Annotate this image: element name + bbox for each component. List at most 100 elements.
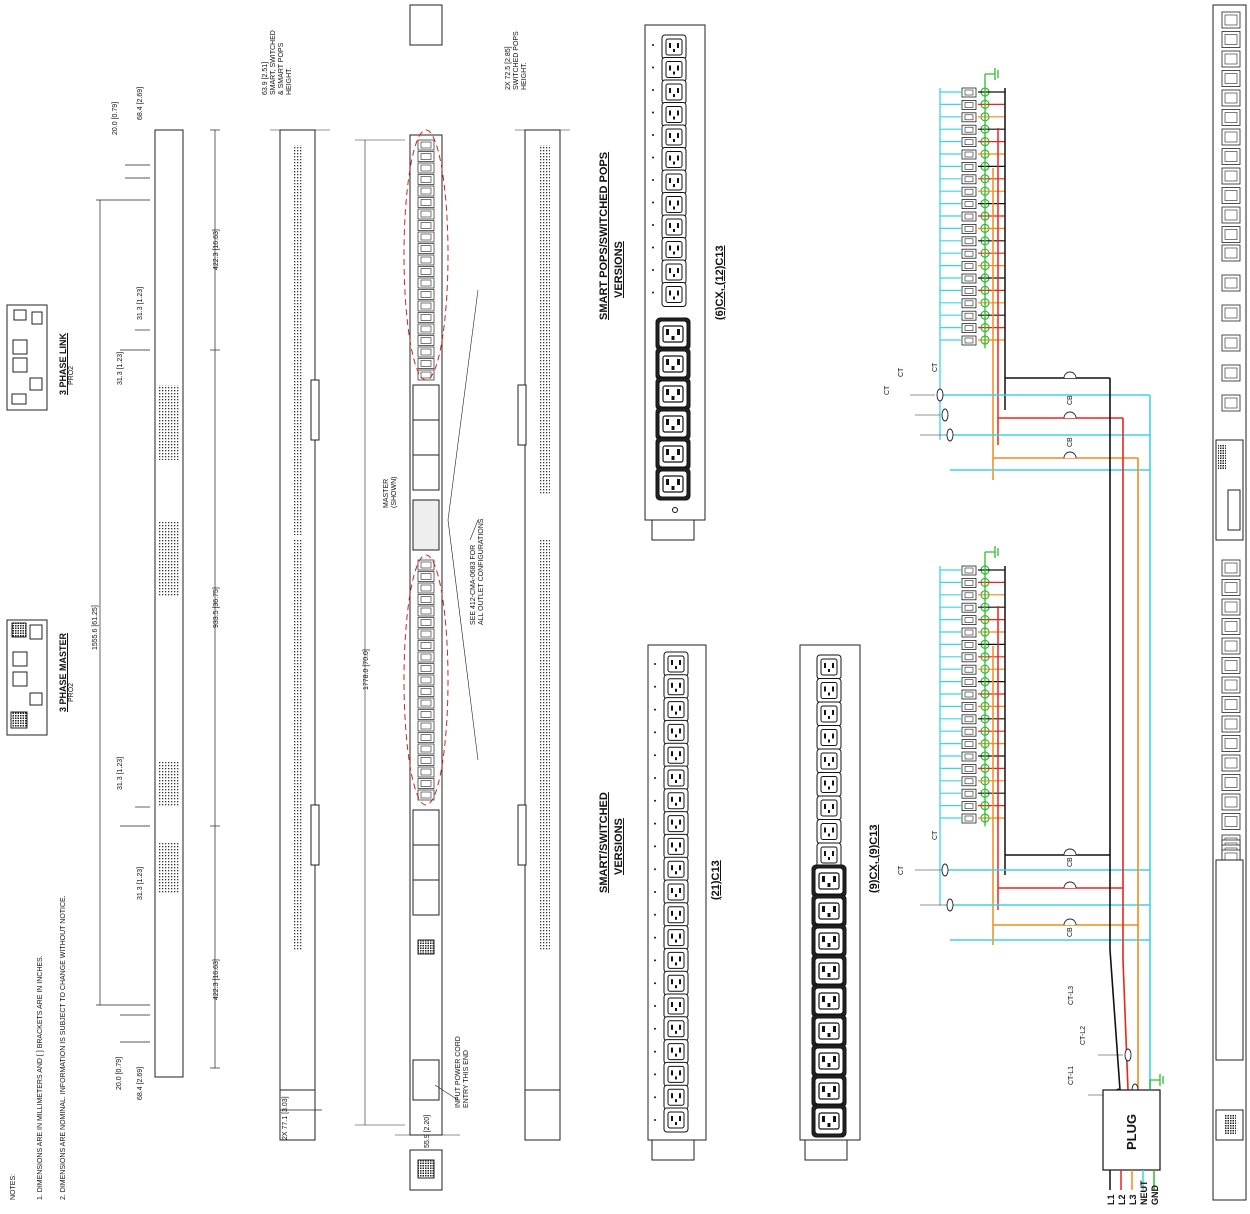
- circuit-breaker-icon: [1063, 371, 1077, 379]
- c13-outlet-icon: [1221, 637, 1241, 655]
- c13-outlet-icon: [417, 174, 435, 185]
- outlet-strip-mixed: [799, 644, 861, 1161]
- c13-outlet-icon: [1221, 715, 1241, 733]
- c13-outlet-icon: [661, 147, 687, 172]
- ground-symbol-icon: [985, 68, 999, 80]
- c13-outlet-icon: [417, 755, 435, 766]
- c13-outlet-icon: [961, 186, 977, 197]
- line-l1: L1: [1106, 1194, 1116, 1205]
- c13-outlet-icon: [417, 277, 435, 289]
- c13-outlet-icon: [1221, 128, 1241, 146]
- cb-label-2: CB: [1067, 437, 1074, 447]
- c13-outlet-icon: [663, 902, 689, 928]
- current-transformer-icon: [915, 863, 949, 877]
- c13-outlet-icon: [816, 678, 842, 703]
- c13-outlet-icon: [663, 925, 689, 951]
- c13-outlet-icon: [417, 686, 435, 697]
- c13-outlet-icon: [816, 725, 842, 750]
- c13-outlet-icon: [1221, 598, 1241, 616]
- c13-outlet-icon: [417, 266, 435, 277]
- c13-outlet-icon: [961, 112, 977, 123]
- c13-outlet-icon: [663, 1061, 689, 1087]
- c13-outlet-icon: [1221, 793, 1241, 811]
- cb-label-1: CB: [1067, 395, 1074, 405]
- cx-outlet-icon: [811, 984, 847, 1018]
- c13-outlet-icon: [417, 674, 435, 686]
- c13-outlet-icon: [1221, 226, 1241, 243]
- c13-outlet-icon: [1221, 696, 1241, 713]
- c13-outlet-icon: [661, 102, 687, 127]
- note-2: 2. DIMENSIONS ARE NOMINAL. INFORMATION I…: [60, 895, 67, 1200]
- c13-outlet-icon: [961, 149, 977, 160]
- wiring-schematic: [910, 68, 1164, 1190]
- c13-outlet-icon: [417, 789, 435, 801]
- link-panel-title: 3 PHASE LINK: [58, 332, 68, 395]
- c13-outlet-icon: [417, 208, 435, 220]
- dim-1555: 1555.6 [61.25]: [92, 605, 99, 650]
- c13-outlet-icon: [417, 628, 435, 640]
- c13-outlet-icon: [1221, 754, 1241, 772]
- c13-outlet-icon: [663, 879, 689, 905]
- switched-config-label: (21)C13: [710, 860, 722, 900]
- plug-label: PLUG: [1124, 1113, 1139, 1150]
- c13-outlet-icon: [1221, 813, 1241, 830]
- c13-outlet-icon: [1221, 559, 1241, 577]
- c13-outlet-icon: [1221, 676, 1241, 694]
- c13-outlet-icon: [417, 231, 435, 243]
- dim-31-a: 31.3 [1.23]: [137, 286, 144, 320]
- outlet-strip-21-c13: [647, 644, 707, 1161]
- cx-outlet-icon: [655, 467, 691, 501]
- c13-outlet-icon: [417, 289, 435, 300]
- c13-outlet-icon: [1221, 206, 1241, 224]
- ct-label-3: CT: [932, 362, 939, 372]
- c13-outlet-icon: [961, 161, 977, 172]
- c13-outlet-icon: [417, 185, 435, 197]
- c13-outlet-icon: [961, 273, 977, 284]
- c13-outlet-icon: [961, 813, 977, 824]
- ct-l1-label: CT-L1: [1068, 1065, 1075, 1085]
- rack-strip-right: [1212, 4, 1247, 1201]
- ct-label-2: CT: [898, 367, 905, 377]
- c13-outlet-icon: [961, 174, 977, 185]
- dim-31-c: 31.3 [1.23]: [117, 756, 124, 790]
- c13-outlet-icon: [961, 124, 977, 135]
- line-l2: L2: [1117, 1194, 1127, 1205]
- c13-outlet-icon: [1221, 364, 1241, 382]
- c13-outlet-icon: [417, 254, 435, 266]
- dim-20-bot: 20.0 [0.79]: [116, 1056, 123, 1090]
- c13-outlet-icon: [663, 765, 689, 791]
- c13-outlet-icon: [961, 615, 977, 625]
- c13-outlet-icon: [1221, 167, 1241, 185]
- pdu-side-view-1: [154, 129, 184, 1078]
- c13-outlet-icon: [1221, 148, 1241, 165]
- current-transformer-icon: [1098, 1048, 1132, 1062]
- c13-outlet-icon: [417, 720, 435, 732]
- c13-outlet-icon: [417, 709, 435, 720]
- c13-outlet-icon: [1221, 394, 1241, 412]
- c13-outlet-icon: [417, 697, 435, 709]
- cx-outlet-icon: [811, 1044, 847, 1078]
- c13-outlet-icon: [816, 772, 842, 797]
- c13-outlet-icon: [663, 856, 689, 882]
- ground-symbol-icon: [985, 546, 999, 558]
- c13-outlet-icon: [961, 726, 977, 737]
- c13-outlet-icon: [1221, 304, 1241, 322]
- c13-outlet-icon: [417, 358, 435, 369]
- c13-outlet-icon: [417, 323, 435, 335]
- circuit-breaker-icon: [1063, 411, 1077, 419]
- c13-outlet-icon: [961, 702, 977, 712]
- link-panel-drawing: [6, 304, 48, 411]
- wiring-outlet-bank: [939, 546, 1006, 945]
- c13-outlet-icon: [961, 652, 977, 663]
- cx-outlet-icon: [811, 954, 847, 988]
- c13-outlet-icon: [417, 197, 435, 208]
- cx-outlet-icon: [811, 864, 847, 898]
- dim-20-top: 20.0 [0.79]: [112, 101, 119, 135]
- master-panel-subtitle: PRO2: [68, 682, 75, 702]
- c13-outlet-icon: [663, 742, 689, 768]
- outlet-strip-pops: [644, 24, 706, 541]
- c13-outlet-icon: [1221, 618, 1241, 635]
- pops-config-label: (6)CX, (12)C13: [714, 245, 726, 320]
- c13-outlet-icon: [961, 298, 977, 309]
